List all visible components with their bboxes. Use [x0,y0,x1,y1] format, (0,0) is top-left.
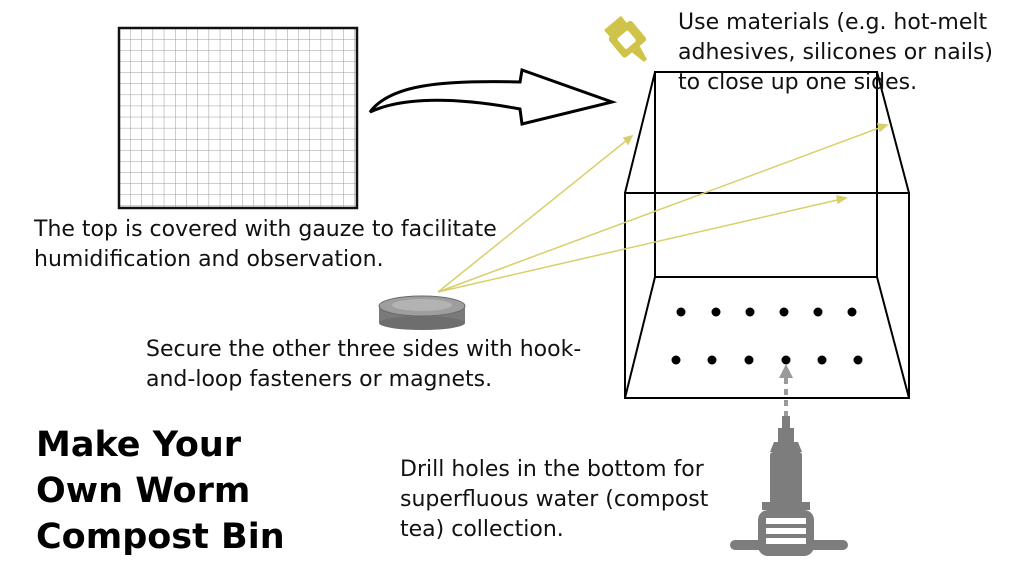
leader-lines [437,123,889,293]
hole [817,355,827,365]
drill-annotation: Drill holes in the bottom for superfluou… [400,457,709,542]
gauze-panel [117,26,359,210]
hole [671,355,681,365]
hole [779,307,789,317]
hole [847,307,857,317]
page-title: Make Your Own Worm Compost Bin [36,425,285,557]
hole [781,355,791,365]
hole [813,307,823,317]
secure-annotation: Secure the other three sides with hook-a… [146,337,582,392]
drill-icon [730,416,848,556]
glue-bottle-icon [604,15,647,62]
drill-holes [671,307,863,365]
hole [745,307,755,317]
gauze-annotation: The top is covered with gauze to facilit… [34,217,497,272]
hole [707,355,717,365]
hole [744,355,754,365]
hole [853,355,863,365]
close-side-annotation: Use materials (e.g. hot-melt adhesives, … [678,10,993,95]
hole [676,307,686,317]
curved-arrow-icon [368,67,618,126]
compost-bin-box [624,71,910,399]
hole [711,307,721,317]
magnet-disc-icon [378,295,466,330]
drill-direction-arrow [779,364,793,428]
